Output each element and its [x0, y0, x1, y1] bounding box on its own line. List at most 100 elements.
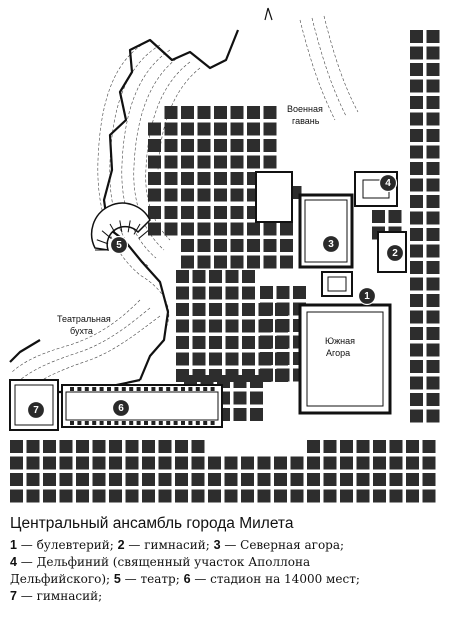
city-block — [426, 310, 440, 324]
city-block — [209, 352, 222, 366]
south-agora — [298, 303, 392, 415]
city-block — [125, 456, 139, 470]
city-block — [276, 302, 290, 316]
gymnasium-7-inner — [14, 384, 54, 426]
city-block — [224, 473, 238, 486]
city-block — [181, 155, 194, 169]
theatre-stair — [101, 230, 112, 239]
city-block — [230, 172, 244, 185]
legend-number: 5 — [113, 572, 121, 586]
bay-label-line1: Театральная — [57, 314, 111, 324]
city-block — [290, 473, 304, 486]
marker-1: 1 — [357, 286, 377, 306]
city-block — [426, 376, 440, 390]
city-block — [197, 139, 211, 152]
city-block — [208, 456, 221, 470]
city-block — [214, 139, 227, 152]
city-block — [214, 222, 227, 236]
city-block — [247, 139, 260, 152]
city-block — [175, 489, 188, 503]
city-block — [26, 473, 40, 486]
city-block — [233, 391, 247, 405]
city-block — [406, 456, 419, 470]
city-block — [164, 122, 178, 136]
city-block — [109, 489, 122, 503]
contour-line — [323, 15, 359, 113]
stadium-seat — [84, 387, 89, 391]
city-block — [191, 489, 205, 503]
city-block — [406, 489, 419, 503]
marker-circle — [26, 400, 46, 420]
legend-text: — Северная агора; — [220, 538, 345, 552]
city-block — [426, 79, 440, 93]
city-block — [422, 489, 436, 503]
harbor-label: Военная гавань — [287, 104, 323, 126]
theatre-stair — [119, 220, 123, 233]
legend-text: — Дельфиний (священный участок Аполлона — [16, 555, 311, 569]
city-block — [92, 456, 106, 470]
city-block — [340, 440, 353, 453]
city-block — [225, 270, 239, 283]
stadium-seat — [173, 421, 178, 425]
city-block — [263, 122, 277, 136]
city-block — [233, 408, 247, 421]
theatre-stair — [127, 220, 131, 233]
stadium-seat — [129, 421, 134, 425]
stadium-seat — [121, 387, 126, 391]
city-block — [230, 222, 244, 236]
city-block — [197, 239, 211, 252]
city-block — [422, 473, 436, 486]
city-block — [410, 30, 423, 43]
city-block — [181, 139, 194, 152]
city-block — [307, 489, 320, 503]
city-block — [426, 112, 440, 126]
marker-number: 7 — [33, 405, 39, 416]
city-block — [76, 489, 89, 503]
city-block — [181, 206, 194, 219]
contour-line — [109, 44, 161, 267]
marker-2: 2 — [385, 243, 405, 263]
stadium-seat — [144, 387, 148, 391]
coast-line — [9, 339, 41, 363]
city-block — [426, 63, 440, 76]
city-block — [225, 286, 239, 300]
city-block — [426, 244, 440, 258]
city-block — [148, 188, 161, 202]
city-block — [175, 473, 188, 486]
stadium-seat — [121, 421, 126, 425]
city-block — [263, 222, 277, 236]
city-block — [247, 255, 260, 269]
city-block — [148, 139, 161, 152]
city-block — [426, 162, 440, 175]
city-block — [290, 489, 304, 503]
city-block — [43, 456, 56, 470]
legend-text: — стадион на 14000 мест; — [190, 572, 360, 586]
city-block — [247, 222, 260, 236]
marker-number: 3 — [328, 239, 334, 250]
city-block — [356, 489, 370, 503]
city-block — [323, 489, 337, 503]
city-block — [426, 277, 440, 291]
legend-text: — гимнасий; — [124, 538, 214, 552]
legend-line: 4 — Дельфиний (священный участок Аполлон… — [10, 554, 442, 571]
legend-text: — театр; — [120, 572, 184, 586]
city-block — [410, 261, 423, 274]
city-block — [260, 368, 273, 382]
city-block — [208, 489, 221, 503]
city-block — [230, 255, 244, 269]
city-block — [197, 122, 211, 136]
city-block — [257, 473, 271, 486]
city-block — [426, 294, 440, 307]
city-block — [59, 473, 73, 486]
city-block — [242, 352, 255, 366]
city-block — [176, 336, 189, 349]
city-block — [340, 489, 353, 503]
city-block — [26, 489, 40, 503]
city-block — [214, 106, 227, 119]
city-block — [225, 336, 239, 349]
city-block — [260, 319, 273, 332]
city-block — [426, 343, 440, 357]
city-block — [307, 456, 320, 470]
city-block — [164, 106, 178, 119]
city-block — [214, 188, 227, 202]
